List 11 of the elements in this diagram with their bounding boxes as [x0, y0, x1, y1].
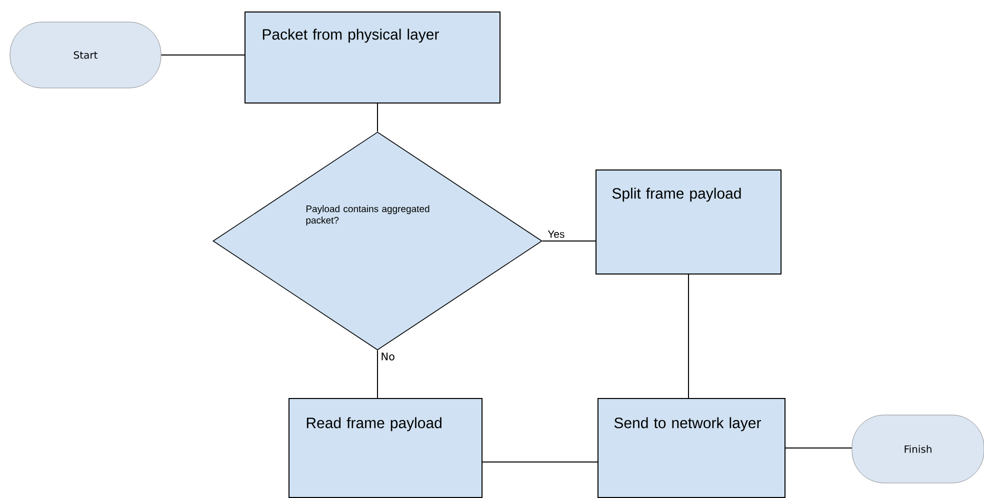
- process-box: Split frame payload: [596, 170, 782, 274]
- process-box: Read frame payload: [288, 398, 482, 498]
- edge-label: No: [380, 352, 396, 362]
- connector-line: [377, 103, 378, 132]
- connector-line: [377, 350, 378, 398]
- connector-line: [542, 240, 596, 242]
- process-box: Send to network layer: [598, 398, 786, 498]
- connector-line: [160, 54, 245, 56]
- process-box: Packet from physical layer: [244, 12, 500, 104]
- edge-label: Yes: [546, 229, 566, 239]
- connector-line: [688, 274, 689, 398]
